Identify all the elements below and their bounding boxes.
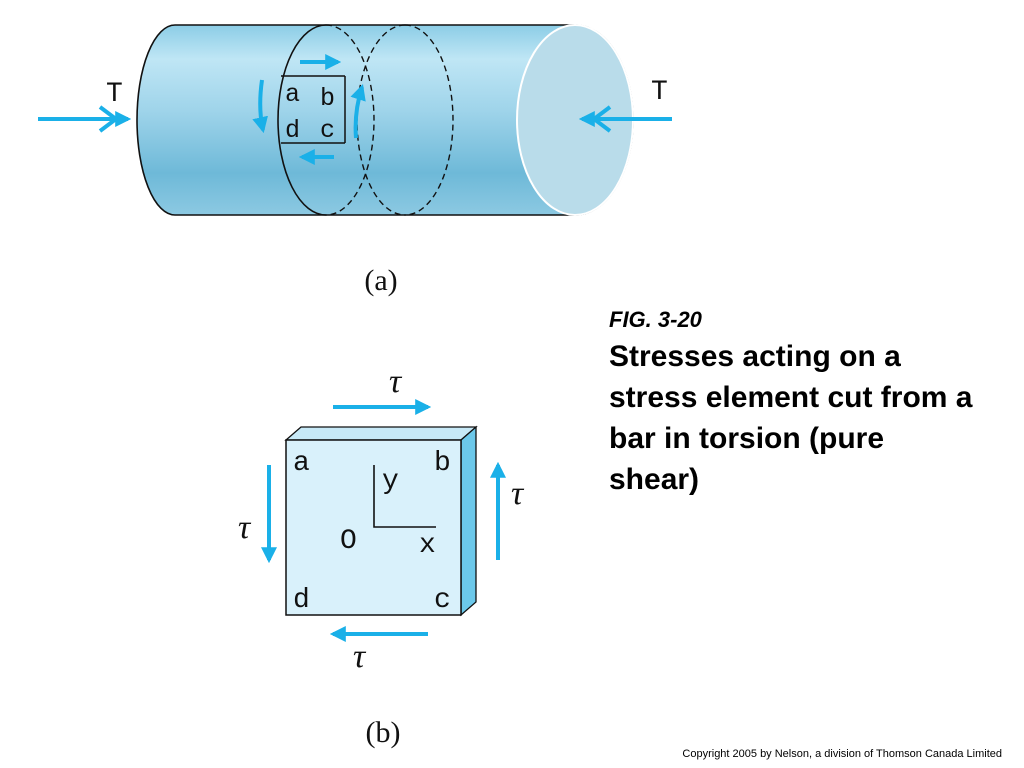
bar-corner-a: a (285, 80, 300, 109)
element-top-face (284, 426, 478, 441)
tau-label-top: τ (389, 363, 403, 400)
figure-b-element: y x O a b d c τ τ τ τ (238, 363, 525, 675)
element-arrow-left (252, 79, 268, 134)
torque-label-left: T (106, 79, 123, 110)
figure-a-label: (a) (364, 264, 397, 297)
figure-caption: FIG. 3-20 Stresses acting on a stress el… (609, 306, 1009, 500)
section-line-front (277, 24, 327, 216)
origin-label: O (340, 526, 357, 557)
torque-arrow-left-double-head (98, 105, 120, 133)
tau-label-bottom: τ (353, 638, 367, 675)
copyright-notice: Copyright 2005 by Nelson, a division of … (682, 748, 1002, 760)
tau-label-right: τ (511, 475, 525, 512)
torque-label-right: T (651, 77, 668, 108)
figure-title: Stresses acting on a stress element cut … (609, 340, 973, 496)
element-corner-c: c (434, 585, 451, 616)
element-corner-d: d (293, 585, 310, 616)
figure-number: FIG. 3-20 (609, 307, 702, 332)
element-arrow-right (350, 83, 366, 139)
tau-label-left: τ (238, 509, 252, 546)
element-corner-b: b (434, 448, 451, 479)
section-line-back-dashed (325, 24, 375, 216)
element-side-face (460, 425, 477, 617)
axis-x-label: x (419, 530, 436, 561)
section-line-2-back (404, 24, 454, 216)
element-corner-a: a (293, 448, 310, 479)
axis-lines (373, 465, 436, 528)
axis-y-label: y (382, 466, 399, 497)
torque-arrow-right-double-head (590, 105, 612, 133)
figure-b-label: (b) (366, 716, 401, 749)
bar-corner-d: d (285, 116, 300, 145)
figure-a-bar: a b d c T T (38, 24, 672, 216)
bar-corner-c: c (320, 116, 335, 145)
surface-element-outline (281, 75, 346, 144)
bar-corner-b: b (320, 84, 335, 113)
